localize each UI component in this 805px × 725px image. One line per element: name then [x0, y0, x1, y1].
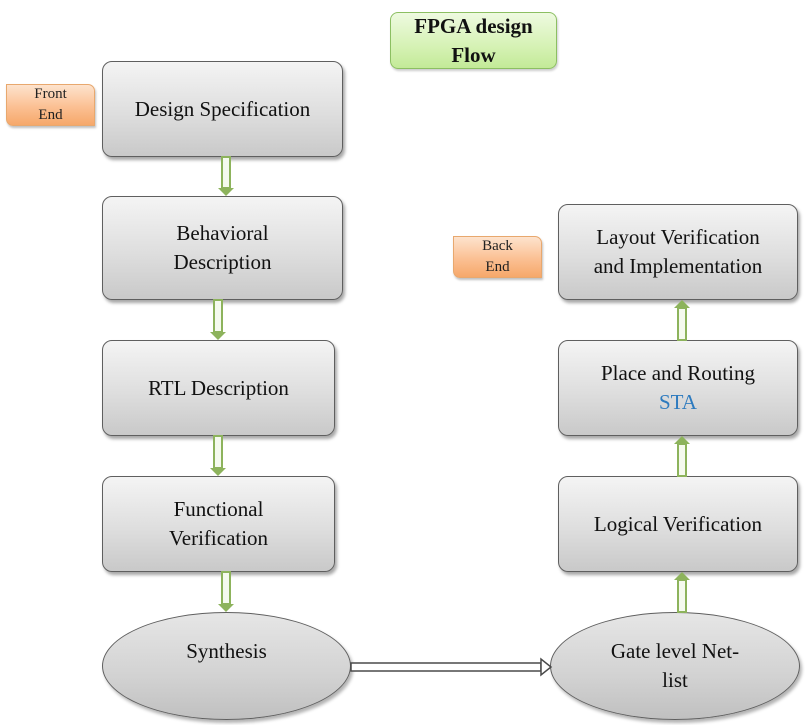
diagram-title-line2: Flow: [451, 42, 496, 67]
logical-verification-label: Logical Verification: [593, 511, 763, 536]
place-and-routing-line1: Place and Routing: [601, 361, 755, 385]
rtl-description-label: RTL Description: [148, 375, 289, 400]
arrow-place-routing-to-layout: [674, 300, 690, 341]
gate-level-netlist-ellipse: Gate level Net- list: [550, 612, 800, 720]
behavioral-description-box: Behavioral Description: [102, 196, 343, 300]
arrow-functional-to-synthesis: [218, 571, 234, 612]
front-end-tag: Front End: [6, 84, 95, 126]
front-end-tag-line2: End: [38, 107, 63, 123]
functional-verification-line1: Functional: [173, 497, 264, 521]
layout-verification-box: Layout Verification and Implementation: [558, 204, 798, 300]
layout-verification-line2: and Implementation: [593, 254, 763, 278]
gate-level-netlist-line2: list: [662, 668, 688, 692]
back-end-tag-line2: End: [485, 259, 510, 275]
design-specification-box: Design Specification: [102, 61, 343, 157]
diagram-title: FPGA design Flow: [390, 12, 557, 69]
rtl-description-box: RTL Description: [102, 340, 335, 436]
back-end-tag: Back End: [453, 236, 542, 278]
functional-verification-line2: Verification: [168, 526, 269, 550]
arrow-netlist-to-logical: [674, 572, 690, 613]
arrow-synthesis-to-netlist: [350, 657, 553, 677]
place-and-routing-box: Place and Routing STA: [558, 340, 798, 436]
synthesis-label: Synthesis: [186, 638, 267, 663]
arrow-rtl-to-functional: [210, 435, 226, 476]
arrow-spec-to-behavioral: [218, 156, 234, 196]
back-end-tag-line1: Back: [482, 238, 513, 254]
arrow-logical-to-place-routing: [674, 436, 690, 477]
behavioral-description-line1: Behavioral: [176, 221, 269, 245]
layout-verification-line1: Layout Verification: [596, 225, 760, 249]
diagram-title-line1: FPGA design: [414, 13, 533, 38]
behavioral-description-line2: Description: [173, 250, 272, 274]
design-specification-label: Design Specification: [134, 96, 311, 121]
synthesis-ellipse: Synthesis: [102, 612, 351, 720]
sta-label: STA: [658, 390, 697, 414]
front-end-tag-line1: Front: [34, 86, 67, 102]
arrow-behavioral-to-rtl: [210, 299, 226, 340]
logical-verification-box: Logical Verification: [558, 476, 798, 572]
functional-verification-box: Functional Verification: [102, 476, 335, 572]
gate-level-netlist-line1: Gate level Net-: [610, 639, 740, 663]
